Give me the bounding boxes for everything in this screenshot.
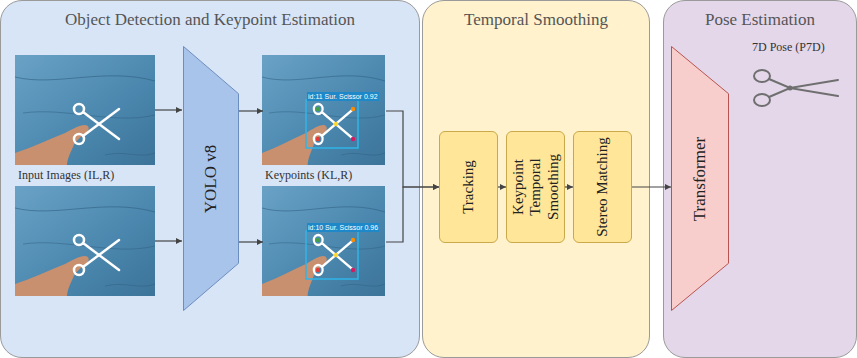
- process-box: Tracking: [439, 131, 498, 243]
- connector-arrow: [565, 186, 573, 187]
- panel-title: Object Detection and Keypoint Estimation: [1, 10, 419, 30]
- caption-label: 7D Pose (P7D): [752, 40, 825, 55]
- box-label: Keypoint Temporal Smoothing: [510, 137, 562, 237]
- detection-label: id:11 Sur. Scissor 0.92: [307, 92, 379, 101]
- panel-title: Temporal Smoothing: [423, 10, 649, 30]
- output-photo: [262, 55, 385, 165]
- connector-arrow: [239, 110, 263, 111]
- process-box: Stereo Matching: [573, 131, 632, 243]
- caption-label: Keypoints (KL,R): [265, 168, 352, 183]
- input-photo: [15, 55, 155, 165]
- network-block: YOLO v8: [183, 46, 239, 311]
- trapezoid-outline: [672, 47, 729, 311]
- block-label: Transformer: [690, 52, 710, 305]
- caption-label: Input Images (IL,R): [18, 168, 114, 183]
- trapezoid-outline: [184, 47, 239, 311]
- network-block: Transformer: [671, 46, 729, 311]
- input-photo: [15, 186, 155, 296]
- connector-arrow: [632, 186, 671, 187]
- detection-box: [306, 100, 358, 279]
- block-label: YOLO v8: [201, 52, 221, 305]
- panel-title: Pose Estimation: [664, 10, 856, 30]
- connector-arrow: [498, 186, 506, 187]
- keypoint-dots: [316, 107, 355, 272]
- detection-label: id:10 Sur. Scissor 0.96: [307, 223, 379, 232]
- box-label: Tracking: [460, 137, 477, 237]
- output-photo: [262, 186, 385, 296]
- stage-panel: Temporal SmoothingTracking Keypoint Tempo…: [422, 0, 650, 358]
- box-label: Stereo Matching: [594, 137, 611, 237]
- process-box: Keypoint Temporal Smoothing: [506, 131, 565, 243]
- connector-arrow: [239, 241, 263, 242]
